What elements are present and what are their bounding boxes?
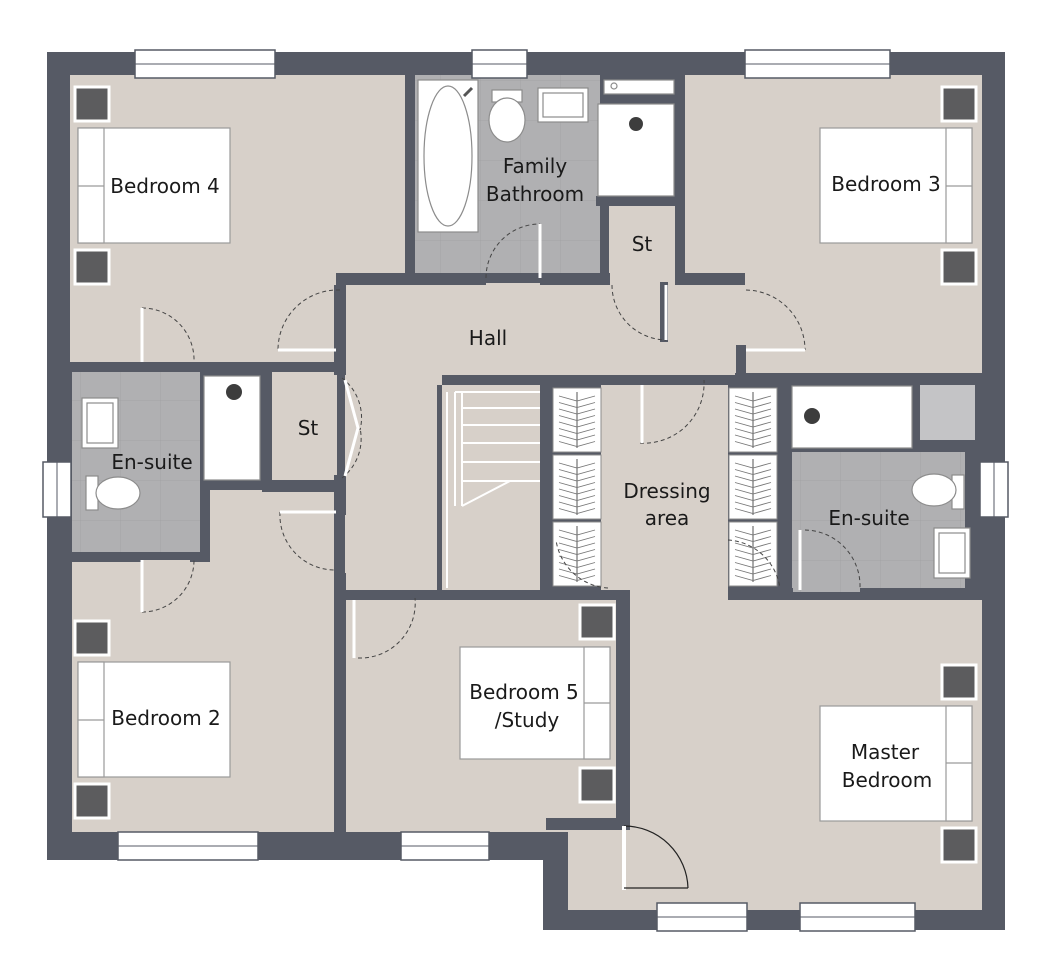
bedside-table — [73, 85, 111, 123]
doors — [141, 223, 861, 659]
dressing-floor — [601, 385, 728, 590]
label-master-2: Bedroom — [842, 768, 932, 792]
wardrobe-unit — [552, 521, 602, 587]
bathtub-family — [417, 79, 479, 233]
bathtub-ensuite-right — [791, 385, 913, 449]
bathroom-fixtures — [81, 79, 971, 579]
shower-family — [597, 79, 675, 197]
label-dressing-1: Dressing — [623, 479, 710, 503]
bed-bedroom-5 — [459, 646, 611, 760]
master-floor-left — [568, 820, 638, 910]
bedroom-2-upper-floor — [210, 490, 334, 560]
basin-ensuite-right — [933, 527, 971, 579]
toilet-ensuite-right — [911, 473, 965, 510]
label-bedroom-5-1: Bedroom 5 — [469, 680, 579, 704]
bedside-table — [578, 766, 616, 804]
label-ensuite-right: En-suite — [828, 506, 909, 530]
wardrobe-unit — [728, 387, 778, 453]
master-floor-mid — [628, 590, 728, 610]
shower-ensuite-left — [203, 375, 261, 481]
bedside-table — [73, 782, 111, 820]
label-bedroom-4: Bedroom 4 — [110, 174, 220, 198]
label-family-bathroom-1: Family — [503, 154, 568, 178]
shower-area-right — [920, 385, 975, 440]
wardrobe-unit — [728, 454, 778, 520]
label-family-bathroom-2: Bathroom — [486, 182, 584, 206]
wardrobe-unit — [552, 387, 602, 453]
label-bedroom-5-2: /Study — [495, 708, 560, 732]
label-store-upper: St — [632, 232, 653, 256]
beds — [77, 127, 973, 822]
wardrobe-unit — [728, 521, 778, 587]
room-labels: Bedroom 4 Family Bathroom Bedroom 3 St H… — [110, 154, 941, 792]
label-bedroom-3: Bedroom 3 — [831, 172, 941, 196]
toilet-ensuite-left — [85, 475, 141, 511]
bed-bedroom-3 — [819, 127, 973, 244]
bedside-table — [73, 619, 111, 657]
label-ensuite-left: En-suite — [111, 450, 192, 474]
bedside-table — [578, 603, 616, 641]
staircase — [446, 391, 540, 588]
bed-bedroom-4 — [77, 127, 231, 244]
bedside-table — [940, 85, 978, 123]
bed-master — [819, 705, 973, 822]
stairs-floor — [442, 385, 540, 590]
bedside-table — [73, 248, 111, 286]
door-leaves — [140, 224, 805, 658]
door-master — [622, 825, 689, 890]
bedside-tables — [73, 85, 978, 864]
label-store-left: St — [298, 416, 319, 440]
toilet-family — [488, 89, 526, 143]
label-dressing-2: area — [645, 506, 690, 530]
store-left-floor — [272, 372, 337, 482]
bedside-table — [940, 663, 978, 701]
store-doors — [343, 379, 360, 477]
window-sills — [56, 63, 995, 918]
wardrobes — [552, 387, 778, 587]
label-hall: Hall — [469, 326, 507, 350]
label-master-1: Master — [851, 740, 920, 764]
label-bedroom-2: Bedroom 2 — [111, 706, 221, 730]
bedside-table — [940, 826, 978, 864]
basin-ensuite-left — [81, 397, 119, 449]
wardrobe-unit — [552, 454, 602, 520]
hall-lower-floor — [345, 375, 442, 590]
bed-bedroom-2 — [77, 661, 231, 778]
hall-floor — [345, 283, 735, 375]
basin-family — [537, 87, 589, 123]
bedside-table — [940, 248, 978, 286]
